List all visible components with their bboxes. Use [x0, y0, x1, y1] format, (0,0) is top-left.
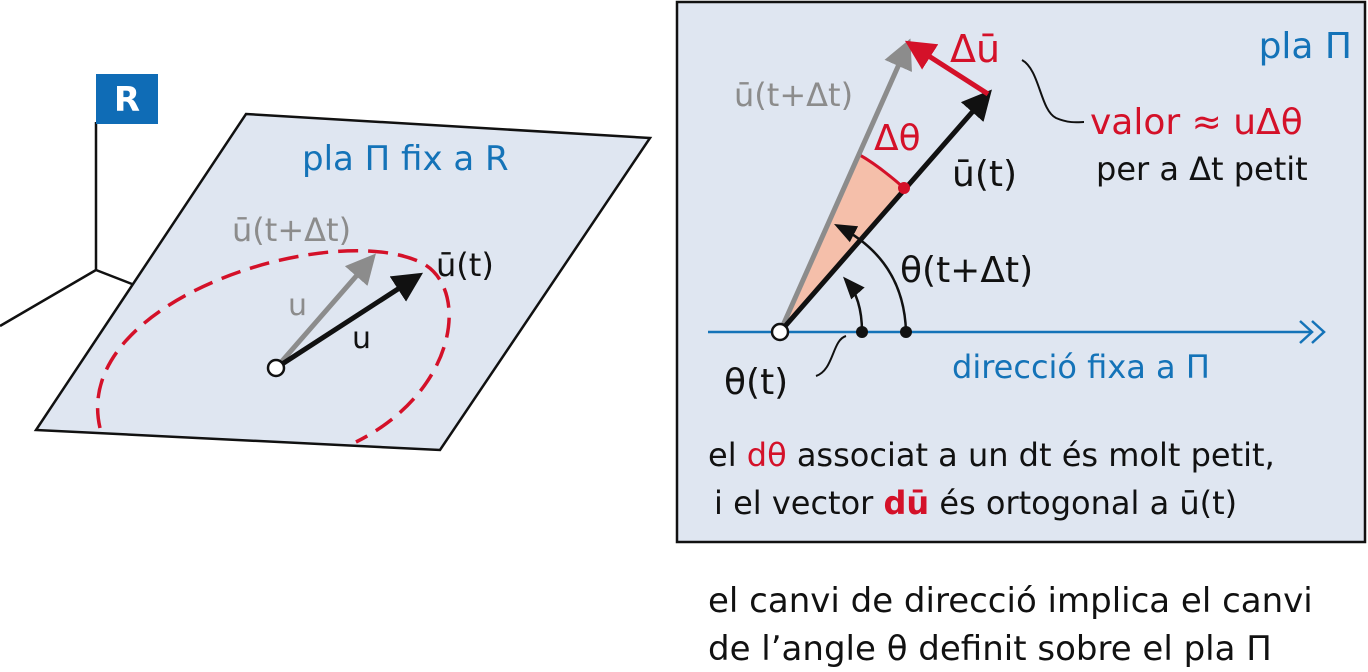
- vector-u-t-right: [778, 89, 992, 334]
- vector-u-t-plus-dt-left: [274, 253, 376, 370]
- plane-pi-left: [33, 112, 653, 452]
- label-theta-plus-dt: θ(t+Δt): [900, 250, 1033, 291]
- caption-line-1: el canvi de direcció implica el canvi: [708, 581, 1313, 621]
- label-u-t-left: ū(t): [436, 246, 494, 284]
- fixed-direction-double-arrow: [1299, 320, 1326, 344]
- theta-arc-start-dot: [856, 326, 868, 338]
- label-u-t-right: ū(t): [952, 154, 1017, 195]
- caption-line-2: de l’angle θ definit sobre el pla Π: [708, 629, 1272, 669]
- theta-plus-dt-arc: [834, 223, 908, 333]
- note-line-2: i el vector dū és ortogonal a ū(t): [714, 484, 1237, 522]
- note-line-2-b: és ortogonal a ū(t): [929, 484, 1237, 522]
- label-u-mag-black-left: u: [352, 321, 371, 356]
- label-fixed-direction: direcció fixa a Π: [952, 348, 1210, 386]
- arc-point-red: [898, 182, 910, 194]
- delta-u-leader: [1021, 59, 1085, 124]
- frame-axis-x: [95, 268, 133, 286]
- note-line-1-red: dθ: [747, 436, 787, 474]
- vector-u-t-left: [274, 272, 424, 371]
- label-delta-theta: Δθ: [874, 118, 921, 159]
- delta-theta-wedge: [780, 154, 904, 332]
- label-u-mag-gray-left: u: [288, 288, 307, 323]
- vector-delta-u: [904, 40, 990, 97]
- origin-point-right: [770, 322, 790, 342]
- label-small-dt: per a Δt petit: [1096, 150, 1308, 188]
- plane-pi-box: [675, 0, 1367, 544]
- theta-leader: [815, 335, 847, 377]
- vector-u-t-plus-dt-right: [777, 38, 912, 334]
- note-line-2-a: i el vector: [714, 484, 883, 522]
- label-delta-u: Δū: [950, 27, 1000, 71]
- frame-axes: [0, 122, 98, 328]
- note-line-2-red: dū: [883, 484, 929, 522]
- label-u-t-plus-dt-right: ū(t+Δt): [734, 76, 853, 114]
- label-theta: θ(t): [724, 362, 788, 403]
- note-line-1-b: associat a un dt és molt petit,: [787, 436, 1275, 474]
- origin-point-left: [266, 358, 286, 378]
- note-line-1-a: el: [708, 436, 747, 474]
- note-line-1: el dθ associat a un dt és molt petit,: [708, 436, 1275, 474]
- left-diagram: R pla Π fix a R ū(t+Δt) u ū(t) u: [0, 74, 653, 452]
- frame-badge-label: R: [114, 80, 140, 120]
- trajectory-ellipse: [95, 249, 451, 444]
- frame-badge: [96, 74, 158, 124]
- label-value: valor ≈ uΔθ: [1090, 102, 1303, 143]
- right-diagram: pla Π Δū ū(t+Δt) Δθ ū(t) valor ≈ uΔθ per…: [675, 0, 1367, 544]
- plane-label-right: pla Π: [1259, 26, 1352, 67]
- theta-plus-dt-arc-start-dot: [900, 326, 912, 338]
- plane-label-left: pla Π fix a R: [302, 139, 509, 179]
- label-u-t-plus-dt-left: ū(t+Δt): [232, 211, 351, 249]
